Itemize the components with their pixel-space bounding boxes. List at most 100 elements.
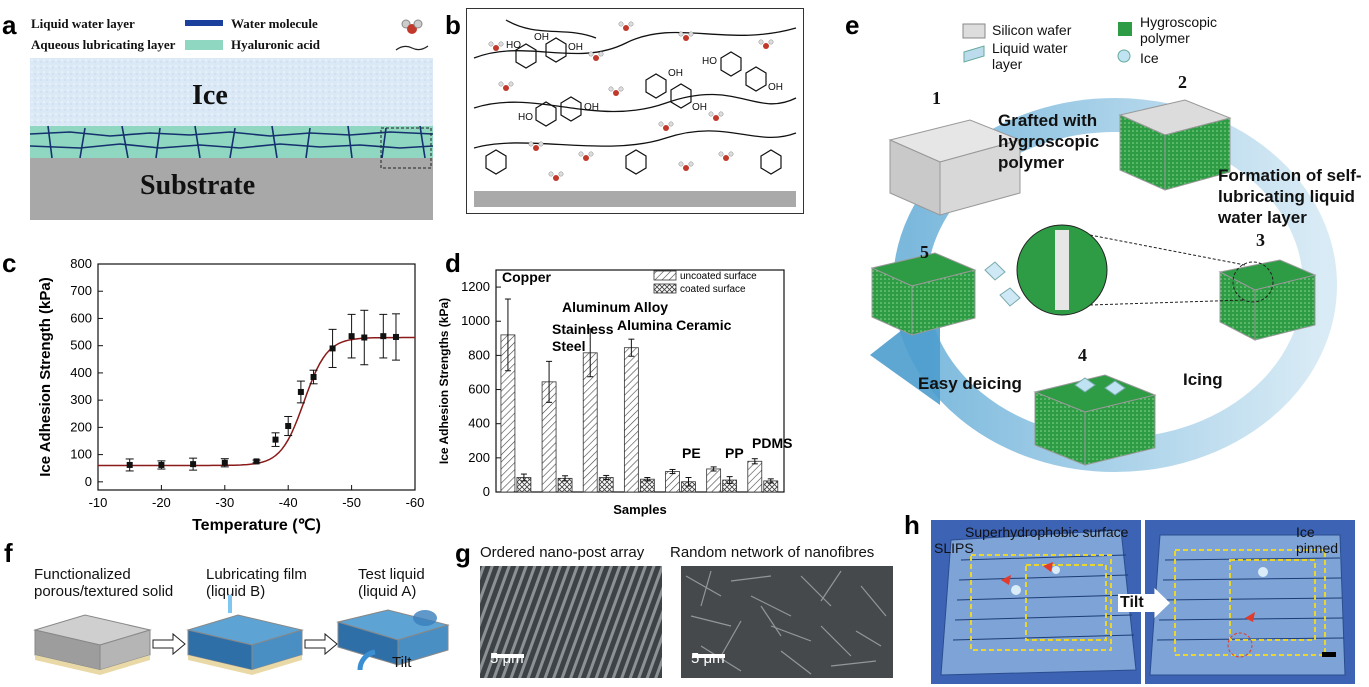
data-point bbox=[221, 459, 228, 466]
y-tick-label: 200 bbox=[468, 450, 490, 465]
panel-a-label: a bbox=[2, 10, 17, 40]
y-axis-label: Ice Adhesion Strength (kPa) bbox=[37, 277, 54, 476]
x-tick-label: -40 bbox=[279, 495, 298, 510]
y-tick-label: 0 bbox=[483, 484, 490, 499]
sem-ordered-image bbox=[480, 566, 662, 678]
svg-text:OH: OH bbox=[534, 32, 549, 43]
silicon-wafer-icon bbox=[962, 23, 986, 39]
legend-aqueous-lubricating-layer: Aqueous lubricating layer bbox=[31, 37, 176, 52]
y-axis-label: Ice Adhesion Strengths (kPa) bbox=[437, 298, 451, 464]
x-tick-label: -60 bbox=[406, 495, 425, 510]
y-tick-label: 0 bbox=[85, 474, 92, 489]
y-tick-label: 300 bbox=[70, 392, 92, 407]
svg-text:HO: HO bbox=[518, 112, 533, 123]
panel-e-label: e bbox=[845, 10, 860, 40]
svg-text:OH: OH bbox=[768, 82, 783, 93]
data-point bbox=[310, 374, 317, 380]
chart-c: -10-20-30-40-50-600100200300400500600700… bbox=[37, 256, 424, 534]
y-tick-label: 600 bbox=[70, 310, 92, 325]
legend-water-molecule: Water molecule bbox=[231, 16, 318, 31]
legend-swatch bbox=[653, 283, 677, 294]
photo-h-right bbox=[1145, 520, 1355, 684]
data-point bbox=[297, 388, 304, 395]
panel-f-diagram bbox=[33, 595, 450, 675]
panel-b-diagram: OH OH OH OH HO HO OH HO OH bbox=[466, 8, 804, 214]
block-1 bbox=[888, 119, 1022, 216]
data-point bbox=[361, 334, 368, 341]
y-tick-label: 800 bbox=[70, 256, 92, 271]
scale-bar-h bbox=[1322, 652, 1336, 657]
tilt-label-h: Tilt bbox=[1120, 594, 1144, 611]
porous-solid-block bbox=[33, 614, 152, 675]
legend-label: uncoated surface bbox=[680, 271, 757, 282]
panel-c-label: c bbox=[2, 248, 17, 278]
bar bbox=[747, 460, 763, 493]
block-3 bbox=[1218, 259, 1317, 341]
block-5 bbox=[870, 252, 1021, 336]
panel-a-diagram bbox=[29, 58, 434, 220]
y-tick-label: 400 bbox=[468, 416, 490, 431]
data-point bbox=[329, 345, 336, 352]
legend-liquid-water-layer-e: Liquid water layer bbox=[992, 40, 1068, 72]
panel-b-label: b bbox=[445, 10, 461, 40]
ice-label: Ice bbox=[192, 80, 228, 111]
superhydrophobic-label: Superhydrophobic surface bbox=[965, 524, 1129, 540]
y-tick-label: 600 bbox=[468, 382, 490, 397]
panel-h-label: h bbox=[904, 510, 920, 540]
tilt-label-f: Tilt bbox=[392, 654, 412, 671]
y-tick-label: 1000 bbox=[461, 313, 490, 328]
x-tick-label: -50 bbox=[342, 495, 361, 510]
data-point bbox=[253, 458, 260, 465]
legend-hygroscopic-polymer: Hygroscopic polymer bbox=[1140, 14, 1218, 46]
data-point bbox=[190, 461, 197, 468]
legend-swatch bbox=[653, 270, 677, 281]
lubricated-block bbox=[186, 595, 304, 675]
slips-label: SLIPS bbox=[934, 540, 974, 556]
svg-text:HO: HO bbox=[702, 56, 717, 67]
data-point bbox=[272, 436, 279, 443]
y-tick-label: 100 bbox=[70, 447, 92, 462]
arrow-right-icon-2 bbox=[304, 632, 338, 656]
legend-hyaluronic-acid: Hyaluronic acid bbox=[231, 37, 320, 52]
data-point bbox=[285, 423, 292, 430]
grafted-label: Grafted with hygroscopic polymer bbox=[998, 111, 1100, 172]
bar bbox=[623, 347, 639, 493]
data-point bbox=[392, 333, 399, 340]
svg-text:OH: OH bbox=[568, 42, 583, 53]
plot-frame bbox=[97, 263, 416, 491]
test-liquid-label: Test liquid (liquid A) bbox=[358, 566, 425, 600]
category-label: PP bbox=[725, 445, 744, 461]
icing-label: Icing bbox=[1183, 370, 1223, 389]
category-label: PE bbox=[682, 445, 701, 461]
step-5: 5 bbox=[920, 242, 929, 262]
oh-labels: OH OH OH OH HO HO OH HO OH bbox=[506, 32, 783, 123]
category-label: Steel bbox=[552, 338, 585, 354]
y-tick-label: 700 bbox=[70, 283, 92, 298]
bar bbox=[706, 468, 722, 493]
water-molecule-swatch bbox=[185, 20, 223, 26]
catechol-rings bbox=[485, 37, 782, 175]
panel-f-label: f bbox=[4, 538, 13, 568]
step-2: 2 bbox=[1178, 72, 1187, 92]
ice-pinned-label: Ice pinned bbox=[1296, 524, 1339, 556]
svg-text:HO: HO bbox=[506, 40, 521, 51]
panel-d-label: d bbox=[445, 248, 461, 278]
sem-random-image bbox=[681, 566, 893, 678]
data-point bbox=[348, 333, 355, 340]
random-label: Random network of nanofibres bbox=[670, 544, 875, 561]
x-tick-label: -30 bbox=[215, 495, 234, 510]
step-1: 1 bbox=[932, 88, 941, 108]
chart-d: 020040060080010001200CopperStainlessStee… bbox=[437, 269, 792, 517]
x-axis-label: Samples bbox=[613, 502, 666, 517]
x-tick-label: -20 bbox=[152, 495, 171, 510]
tilted-block bbox=[336, 609, 450, 671]
scale-bar-ordered: 5 μm bbox=[490, 650, 524, 667]
legend-liquid-water-layer: Liquid water layer bbox=[31, 16, 135, 31]
data-point bbox=[158, 461, 165, 468]
photo-h-left bbox=[931, 520, 1141, 684]
x-tick-label: -10 bbox=[89, 495, 108, 510]
bar bbox=[665, 471, 680, 493]
hygroscopic-polymer-icon bbox=[1118, 22, 1132, 36]
functionalized-label: Functionalized porous/textured solid bbox=[34, 566, 174, 600]
panel-e-diagram bbox=[870, 22, 1337, 472]
